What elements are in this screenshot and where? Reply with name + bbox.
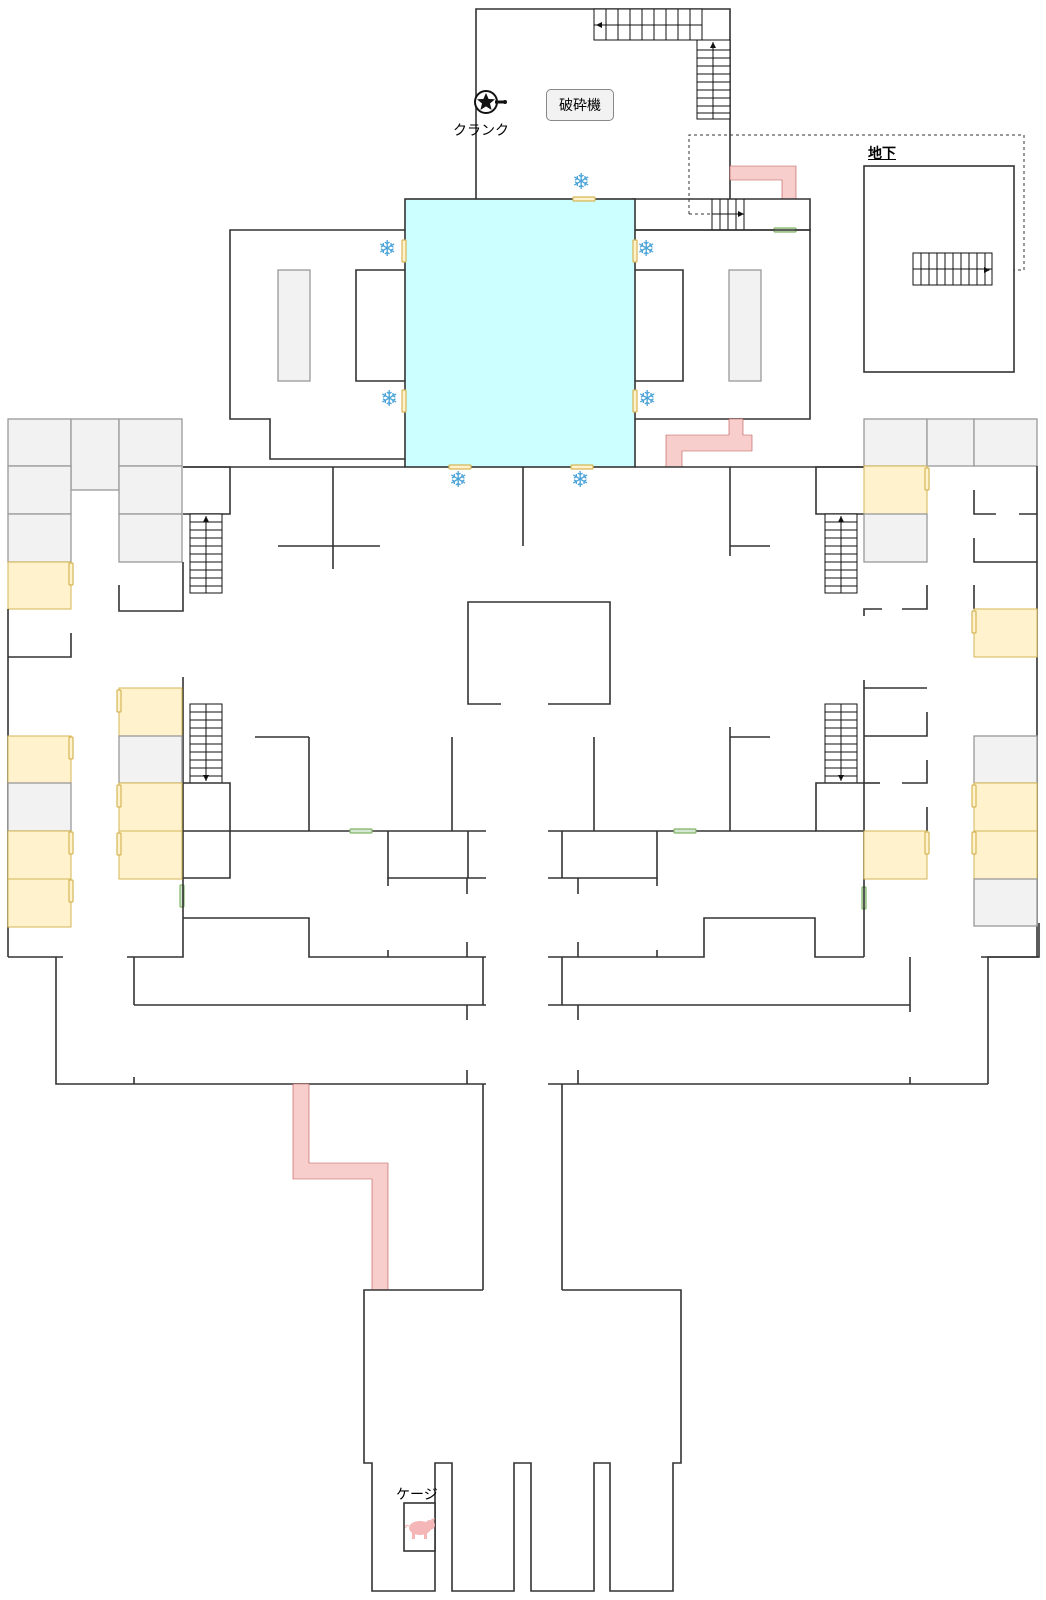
storage-room xyxy=(973,735,1038,784)
snowflake-icon: ❄ xyxy=(572,170,591,195)
staircase-right-lower[interactable] xyxy=(824,703,858,784)
storage-room xyxy=(973,418,1038,467)
green-door[interactable] xyxy=(349,828,373,834)
storage-room xyxy=(973,878,1038,927)
duct-middle xyxy=(665,418,753,468)
yellow-door[interactable] xyxy=(971,610,977,634)
staircase-east-small[interactable] xyxy=(711,199,745,230)
yellow-door[interactable] xyxy=(924,831,930,855)
yellow-door[interactable] xyxy=(68,562,74,586)
yellow-door[interactable] xyxy=(971,831,977,855)
crank-wheel-icon[interactable] xyxy=(474,90,507,114)
duct-bottom xyxy=(292,1083,389,1291)
basement-label: 地下 xyxy=(868,146,896,162)
storage-room xyxy=(70,418,120,491)
yellow-door[interactable] xyxy=(924,467,930,491)
storage-shelf-left xyxy=(277,269,311,382)
storage-room xyxy=(7,782,72,832)
green-door[interactable] xyxy=(673,828,697,834)
staircase-right-upper[interactable] xyxy=(824,513,858,594)
storage-room xyxy=(863,418,928,467)
locked-room xyxy=(118,687,183,737)
storage-room xyxy=(118,418,183,467)
locked-room xyxy=(973,830,1038,880)
snowflake-icon: ❄ xyxy=(380,387,399,412)
snowflake-icon: ❄ xyxy=(571,468,590,493)
crusher-label: 破砕機 xyxy=(559,98,601,114)
locked-room xyxy=(118,830,183,880)
staircase-left-upper[interactable] xyxy=(189,513,223,594)
locked-room xyxy=(7,830,72,880)
storage-room xyxy=(7,465,72,515)
staircase-left-lower[interactable] xyxy=(189,703,223,784)
cold-storage-room xyxy=(404,198,636,468)
crank-label: クランク xyxy=(453,123,509,139)
duct-top xyxy=(729,165,797,200)
snowflake-icon: ❄ xyxy=(638,387,657,412)
locked-room xyxy=(7,878,72,928)
cage-label: ケージ xyxy=(396,1487,438,1503)
storage-room xyxy=(118,735,183,784)
yellow-door[interactable] xyxy=(68,879,74,903)
yellow-door[interactable] xyxy=(116,784,122,808)
crusher-machine[interactable]: 破砕機 xyxy=(546,89,614,121)
staircase-basement[interactable] xyxy=(912,252,993,286)
locked-room xyxy=(118,782,183,832)
yellow-door[interactable] xyxy=(971,784,977,808)
snowflake-icon: ❄ xyxy=(449,468,468,493)
yellow-door[interactable] xyxy=(68,831,74,855)
storage-room xyxy=(118,513,183,563)
storage-room xyxy=(7,418,72,467)
yellow-door[interactable] xyxy=(68,736,74,760)
yellow-door[interactable] xyxy=(632,239,638,263)
yellow-door[interactable] xyxy=(572,196,596,202)
yellow-door[interactable] xyxy=(448,464,472,470)
storage-room xyxy=(118,465,183,515)
yellow-door[interactable] xyxy=(401,239,407,263)
snowflake-icon: ❄ xyxy=(637,237,656,262)
storage-room xyxy=(7,513,72,563)
yellow-door[interactable] xyxy=(570,464,594,470)
locked-room xyxy=(7,561,72,610)
yellow-door[interactable] xyxy=(401,389,407,413)
snowflake-icon: ❄ xyxy=(378,237,397,262)
storage-room xyxy=(863,513,928,563)
staircase-top-horizontal[interactable] xyxy=(593,8,703,41)
storage-shelf-right xyxy=(728,269,762,382)
staircase-top-vertical[interactable] xyxy=(696,39,731,120)
locked-room xyxy=(863,465,928,515)
locked-room xyxy=(863,830,928,880)
locked-room xyxy=(7,735,72,784)
locked-room xyxy=(973,782,1038,832)
storage-room xyxy=(926,418,975,467)
yellow-door[interactable] xyxy=(116,689,122,713)
yellow-door[interactable] xyxy=(632,389,638,413)
locked-room xyxy=(973,608,1038,658)
yellow-door[interactable] xyxy=(116,832,122,856)
pig-icon xyxy=(405,1518,435,1539)
